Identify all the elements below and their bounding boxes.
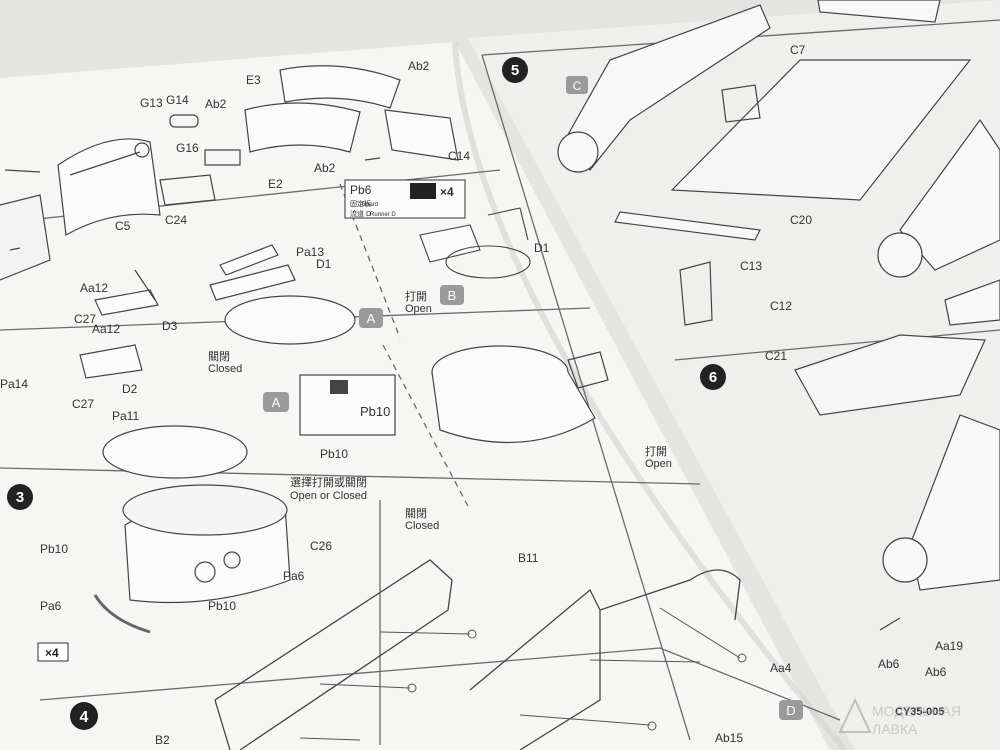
- part-label: Aa12: [92, 322, 120, 336]
- step-5-label: 5: [511, 62, 519, 79]
- part-label: C13: [740, 259, 762, 273]
- part-label: C21: [765, 349, 787, 363]
- part-label: Pa11: [112, 409, 139, 423]
- svg-text:Open or Closed: Open or Closed: [290, 490, 367, 502]
- open-caption-en: Open: [645, 458, 672, 470]
- part-label: B2: [155, 733, 170, 747]
- part-label: Ab15: [715, 731, 743, 745]
- turret-front-drawing: [0, 65, 459, 281]
- part-label: G13: [140, 96, 163, 110]
- closed-caption-zh: 關閉: [208, 350, 230, 363]
- part-label: Ab6: [878, 657, 900, 671]
- pb6-inset: [344, 179, 531, 279]
- open-caption-zh: 打開: [405, 289, 427, 303]
- part-label: Ab2: [314, 161, 336, 175]
- part-label: D2: [122, 382, 138, 396]
- part-label: B11: [518, 551, 539, 565]
- part-labels-right: C7 C20 C13 C12 C21 Ab6 Aa19 Ab6: [740, 43, 963, 679]
- step-6-badge: 6: [700, 364, 726, 390]
- open-closed-captions: 打開 Open 關閉 Closed 打開 Open 關閉 Closed: [208, 289, 672, 532]
- pb6-box-text: Pb6 固定板 Board 流道 D Runner D ×4: [350, 183, 454, 218]
- svg-text:×4: ×4: [440, 185, 454, 199]
- part-label: C5: [115, 219, 131, 233]
- times-four-badge: ×4: [37, 642, 69, 662]
- watermark-logo-icon: [838, 697, 872, 733]
- svg-text:固定板: 固定板: [350, 199, 371, 208]
- part-label: C24: [165, 213, 187, 227]
- sub-badge-b: B: [440, 285, 464, 305]
- step-5-badge: 5: [502, 57, 528, 83]
- part-label: D1: [316, 257, 332, 271]
- svg-text:C: C: [573, 79, 582, 93]
- part-label: E3: [246, 73, 261, 87]
- part-label: Pa6: [40, 599, 62, 613]
- sub-badge-d: D: [779, 700, 803, 720]
- part-labels-top: G13 G14 Ab2 E3 Ab2 G16 C24 C5 E2 Ab2 C14: [115, 59, 470, 233]
- svg-text:A: A: [272, 395, 281, 410]
- part-label: Pa13: [296, 245, 324, 259]
- sub-badge-c: C: [566, 76, 588, 94]
- part-labels-row2: Pa13 D1 Aa12 C27 Aa12 D3 D2 Pa14 C27 Pa1…: [0, 241, 550, 423]
- part-label: Ab2: [205, 97, 227, 111]
- svg-text:МОДЕЛЬНАЯ: МОДЕЛЬНАЯ: [872, 703, 961, 719]
- hull-assembly-drawings: [557, 0, 1000, 631]
- part-label: C12: [770, 299, 792, 313]
- step-6-label: 6: [709, 369, 717, 386]
- watermark: МОДЕЛЬНАЯ ЛАВКА: [838, 697, 961, 737]
- step-4-label: 4: [80, 709, 89, 726]
- part-label: C20: [790, 213, 812, 227]
- svg-text:Board: Board: [362, 202, 378, 208]
- turret-body-drawing: [93, 345, 609, 634]
- sub-badge-a-1: A: [359, 308, 383, 328]
- part-label: C7: [790, 43, 806, 57]
- closed-caption-zh: 關閉: [405, 507, 427, 520]
- svg-text:×4: ×4: [45, 646, 59, 660]
- sub-badge-a-2: A: [263, 392, 289, 412]
- svg-text:B: B: [448, 288, 457, 303]
- svg-text:D: D: [786, 703, 795, 718]
- step-3-label: 3: [16, 489, 24, 506]
- closed-caption-en: Closed: [208, 363, 242, 375]
- svg-text:Pb6: Pb6: [350, 183, 372, 197]
- svg-text:Pb10: Pb10: [360, 404, 390, 419]
- svg-text:ЛАВКА: ЛАВКА: [872, 721, 918, 737]
- closed-caption-en: Closed: [405, 520, 439, 532]
- svg-text:選擇打開或關閉: 選擇打開或關閉: [290, 475, 367, 489]
- part-labels-row4: B11 B2 Aa4 Ab15: [155, 551, 792, 747]
- part-label: Pa6: [283, 569, 305, 583]
- hull-side-frames: [214, 559, 747, 750]
- part-label: C26: [310, 539, 332, 553]
- part-label: G14: [166, 93, 189, 107]
- part-label: E2: [268, 177, 283, 191]
- kit-code: CY35-005: [895, 706, 945, 718]
- choose-open-closed-text: 選擇打開或關閉 Open or Closed: [290, 475, 367, 502]
- part-label: Pb10: [208, 599, 236, 613]
- part-label: Aa19: [935, 639, 963, 653]
- part-labels-row3: Pb10 Pb10 Pa6 C26 Pa6 Pb10: [40, 447, 348, 613]
- part-label: Aa12: [80, 281, 108, 295]
- page-fold-shadow: [452, 41, 848, 750]
- open-caption-en: Open: [405, 303, 432, 315]
- part-label: Ab6: [925, 665, 947, 679]
- part-label: D1: [534, 241, 550, 255]
- step-4-badge: 4: [70, 702, 98, 730]
- part-label: D3: [162, 319, 178, 333]
- svg-text:流道 D: 流道 D: [350, 209, 371, 218]
- svg-text:Runner D: Runner D: [370, 212, 396, 218]
- part-label: Ab2: [408, 59, 430, 73]
- part-label: Pb10: [320, 447, 348, 461]
- svg-text:A: A: [367, 311, 376, 326]
- part-label: Pa14: [0, 377, 28, 391]
- part-label: C27: [74, 312, 96, 326]
- part-label: G16: [176, 141, 199, 155]
- hatch-drawing: [79, 244, 356, 379]
- open-caption-zh: 打開: [645, 444, 667, 458]
- part-label: C27: [72, 397, 94, 411]
- pb10-box-text: Pb10: [330, 380, 390, 419]
- step-3-badge: 3: [7, 484, 33, 510]
- part-label: Pb10: [40, 542, 68, 556]
- part-label: C14: [448, 149, 470, 163]
- part-label: Aa4: [770, 661, 792, 675]
